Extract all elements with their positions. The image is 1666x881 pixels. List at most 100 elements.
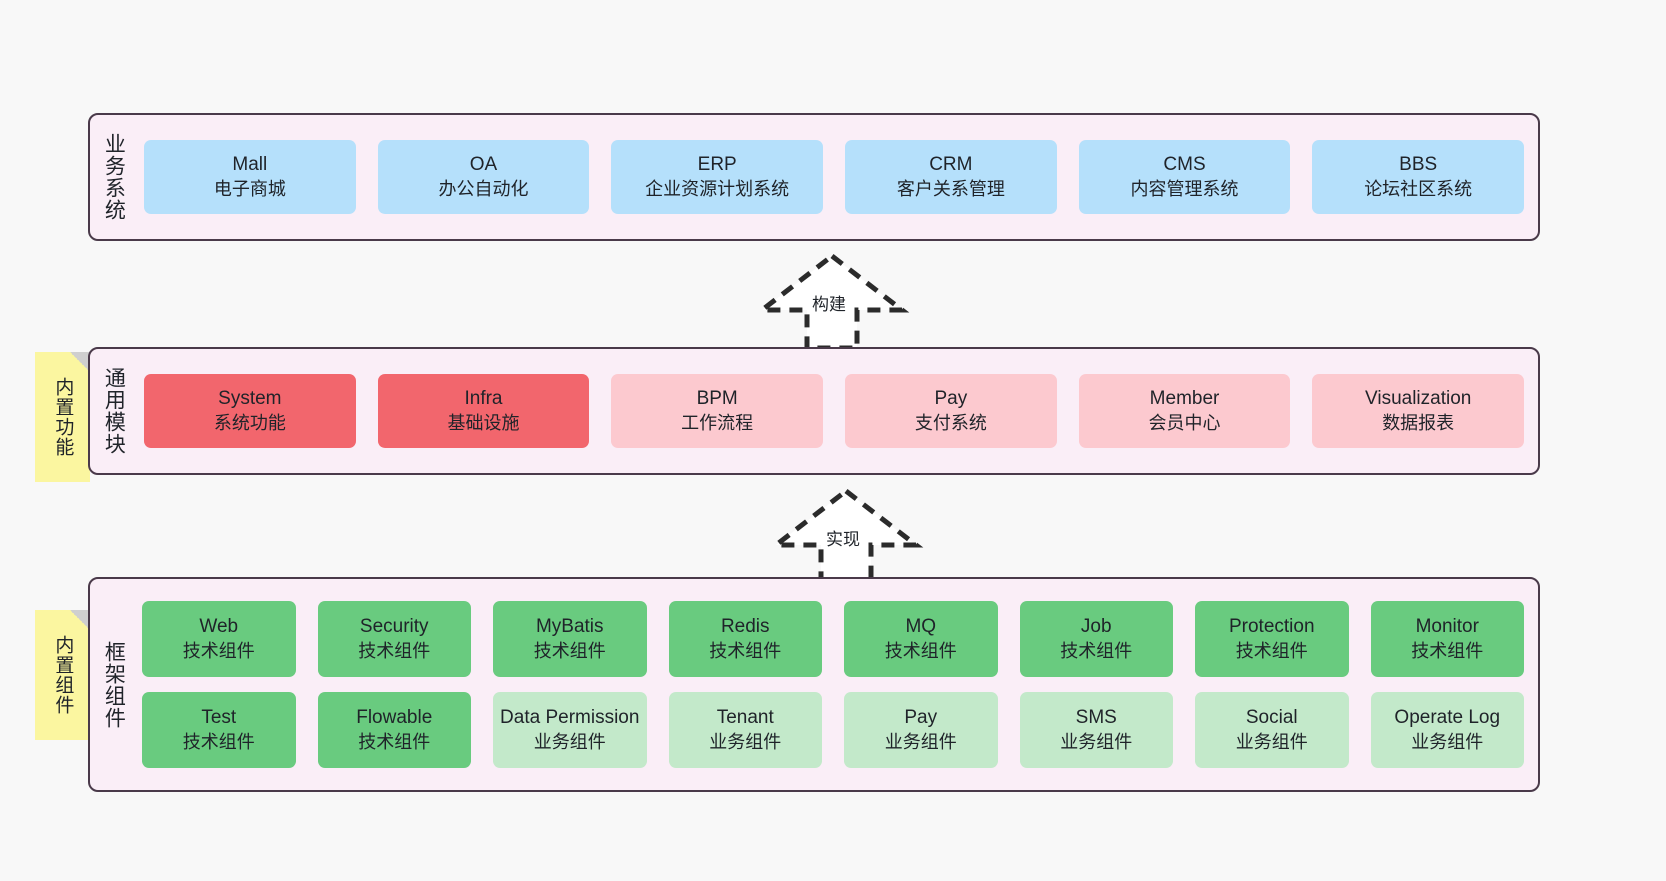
card-mall[interactable]: Mall 电子商城 — [144, 140, 356, 214]
card-mybatis[interactable]: MyBatis 技术组件 — [493, 601, 647, 677]
card-title: Operate Log — [1394, 706, 1501, 728]
card-mq[interactable]: MQ 技术组件 — [844, 601, 998, 677]
card-title: Security — [359, 615, 429, 637]
card-subtitle: 基础设施 — [447, 412, 520, 433]
card-subtitle: 业务组件 — [1060, 731, 1133, 752]
card-bbs[interactable]: BBS 论坛社区系统 — [1312, 140, 1525, 214]
card-title: Pay — [934, 387, 968, 409]
card-data-permission[interactable]: Data Permission 业务组件 — [493, 692, 647, 768]
card-title: SMS — [1075, 706, 1117, 728]
note-builtin-components: 内置组件 — [35, 610, 90, 740]
card-subtitle: 技术组件 — [358, 640, 431, 661]
card-test[interactable]: Test 技术组件 — [142, 692, 296, 768]
layer-body-business-systems: Mall 电子商城 OA 办公自动化 ERP 企业资源计划系统 CRM 客户关系… — [136, 115, 1538, 239]
layer-title-common-modules: 通用模块 — [102, 367, 126, 455]
card-title: BPM — [696, 387, 738, 409]
card-title: CRM — [929, 153, 973, 175]
card-title: OA — [469, 153, 498, 175]
connector-label: 构建 — [812, 295, 846, 314]
card-title: Redis — [720, 615, 770, 637]
note-label: 内置组件 — [52, 635, 74, 715]
card-social[interactable]: Social 业务组件 — [1195, 692, 1349, 768]
card-infra[interactable]: Infra 基础设施 — [377, 374, 590, 448]
card-title: CMS — [1163, 153, 1206, 175]
card-row: System 系统功能 Infra 基础设施 BPM 工作流程 Pay 支付系统… — [144, 374, 1525, 448]
card-title: ERP — [697, 153, 737, 175]
card-pay-business[interactable]: Pay 业务组件 — [844, 692, 998, 768]
card-title: Web — [199, 615, 239, 637]
card-monitor[interactable]: Monitor 技术组件 — [1370, 601, 1524, 677]
connector-implement-arrow: 实现 — [766, 487, 926, 587]
card-redis[interactable]: Redis 技术组件 — [668, 601, 822, 677]
card-operate-log[interactable]: Operate Log 业务组件 — [1370, 692, 1524, 768]
layer-common-modules: 通用模块 System 系统功能 Infra 基础设施 BPM 工作流程 Pay… — [88, 347, 1540, 475]
card-title: Pay — [904, 706, 938, 728]
card-subtitle: 内容管理系统 — [1130, 178, 1239, 199]
connector-build-arrow: 构建 — [752, 252, 912, 352]
card-bpm[interactable]: BPM 工作流程 — [611, 374, 824, 448]
card-title: Test — [201, 706, 237, 728]
card-protection[interactable]: Protection 技术组件 — [1195, 601, 1349, 677]
card-row-tech: Web 技术组件 Security 技术组件 MyBatis 技术组件 Redi… — [142, 601, 1524, 677]
card-cms[interactable]: CMS 内容管理系统 — [1078, 140, 1291, 214]
card-subtitle: 技术组件 — [1411, 640, 1484, 661]
card-system[interactable]: System 系统功能 — [144, 374, 356, 448]
card-visualization[interactable]: Visualization 数据报表 — [1312, 374, 1525, 448]
card-subtitle: 技术组件 — [709, 640, 782, 661]
card-subtitle: 业务组件 — [884, 731, 957, 752]
card-title: Data Permission — [500, 706, 640, 728]
card-subtitle: 数据报表 — [1382, 412, 1455, 433]
connector-label: 实现 — [826, 530, 860, 549]
card-security[interactable]: Security 技术组件 — [317, 601, 471, 677]
card-title: BBS — [1399, 153, 1438, 175]
card-title: Monitor — [1415, 615, 1479, 637]
layer-framework-components: 框架组件 Web 技术组件 Security 技术组件 MyBatis 技术组件… — [88, 577, 1540, 792]
card-title: Flowable — [356, 706, 433, 728]
note-builtin-features: 内置功能 — [35, 352, 90, 482]
card-subtitle: 客户关系管理 — [896, 178, 1005, 199]
card-title: Tenant — [716, 706, 774, 728]
layer-body-common-modules: System 系统功能 Infra 基础设施 BPM 工作流程 Pay 支付系统… — [136, 349, 1538, 473]
layer-title-business-systems: 业务系统 — [102, 133, 126, 221]
card-flowable[interactable]: Flowable 技术组件 — [317, 692, 471, 768]
card-subtitle: 技术组件 — [533, 640, 606, 661]
card-subtitle: 业务组件 — [1411, 731, 1484, 752]
card-title: Visualization — [1365, 387, 1472, 409]
card-pay[interactable]: Pay 支付系统 — [845, 374, 1057, 448]
card-title: MyBatis — [535, 615, 604, 637]
card-subtitle: 企业资源计划系统 — [645, 178, 790, 199]
card-subtitle: 会员中心 — [1148, 412, 1221, 433]
card-web[interactable]: Web 技术组件 — [142, 601, 296, 677]
card-subtitle: 工作流程 — [681, 412, 754, 433]
card-title: Member — [1149, 387, 1220, 409]
card-subtitle: 技术组件 — [884, 640, 957, 661]
card-tenant[interactable]: Tenant 业务组件 — [668, 692, 822, 768]
card-title: Social — [1245, 706, 1298, 728]
card-subtitle: 技术组件 — [182, 731, 255, 752]
note-label: 内置功能 — [52, 377, 74, 457]
card-row: Mall 电子商城 OA 办公自动化 ERP 企业资源计划系统 CRM 客户关系… — [144, 140, 1525, 214]
layer-title-framework-components: 框架组件 — [102, 640, 126, 729]
dashed-hollow-arrow-icon — [768, 487, 924, 586]
dashed-hollow-arrow-icon — [754, 252, 910, 351]
card-subtitle: 业务组件 — [1235, 731, 1308, 752]
card-crm[interactable]: CRM 客户关系管理 — [845, 140, 1057, 214]
card-subtitle: 办公自动化 — [438, 178, 529, 199]
card-subtitle: 电子商城 — [213, 178, 286, 199]
layer-body-framework-components: Web 技术组件 Security 技术组件 MyBatis 技术组件 Redi… — [136, 579, 1538, 790]
card-title: MQ — [905, 615, 937, 637]
card-subtitle: 支付系统 — [914, 412, 987, 433]
card-sms[interactable]: SMS 业务组件 — [1019, 692, 1173, 768]
card-subtitle: 论坛社区系统 — [1364, 178, 1473, 199]
layer-business-systems: 业务系统 Mall 电子商城 OA 办公自动化 ERP 企业资源计划系统 CRM… — [88, 113, 1540, 241]
card-title: Mall — [232, 153, 268, 175]
card-member[interactable]: Member 会员中心 — [1078, 374, 1291, 448]
card-subtitle: 技术组件 — [358, 731, 431, 752]
card-erp[interactable]: ERP 企业资源计划系统 — [611, 140, 824, 214]
card-title: System — [218, 387, 282, 409]
card-oa[interactable]: OA 办公自动化 — [377, 140, 590, 214]
card-title: Job — [1080, 615, 1112, 637]
card-job[interactable]: Job 技术组件 — [1019, 601, 1173, 677]
card-row-business: Test 技术组件 Flowable 技术组件 Data Permission … — [142, 692, 1524, 768]
